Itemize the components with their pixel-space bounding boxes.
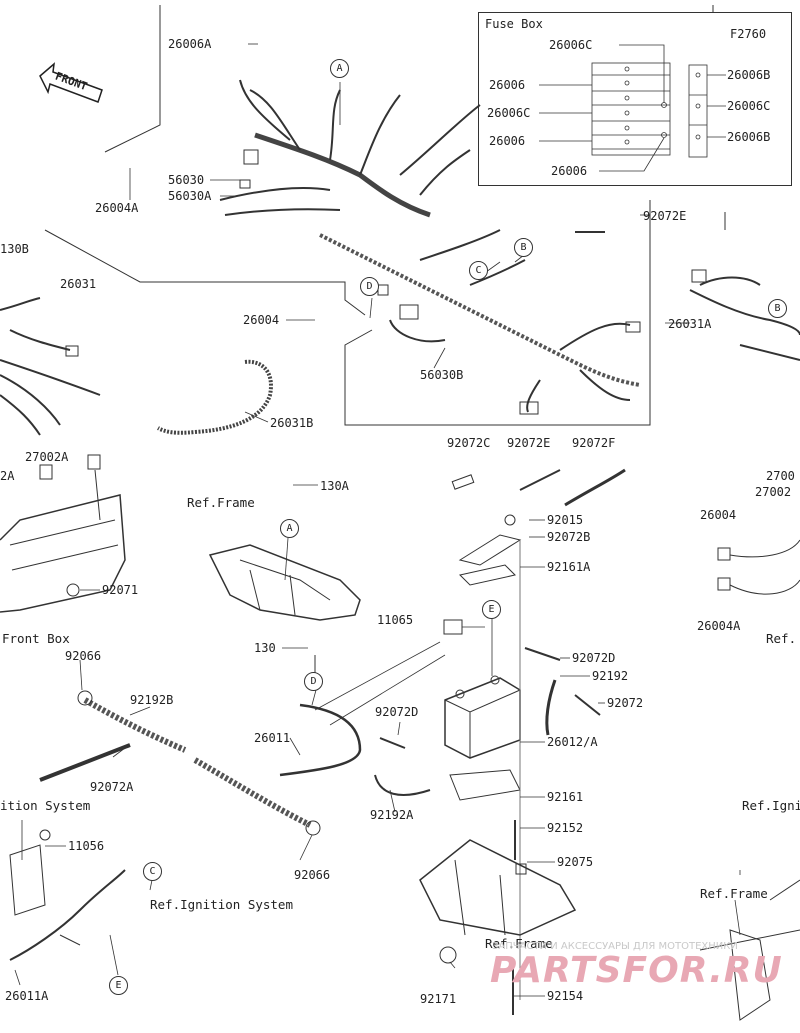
ref-label: Ref.Igni bbox=[742, 798, 800, 813]
part-label: 26004 bbox=[243, 313, 280, 327]
fuse-label-6: 26006B bbox=[727, 68, 771, 82]
part-label: 26031 bbox=[60, 277, 97, 291]
part-label: 92072F bbox=[572, 436, 616, 450]
callout-a: A bbox=[330, 59, 349, 78]
ref-label: Front Box bbox=[2, 631, 70, 646]
connector-a bbox=[519, 401, 539, 415]
part-label: 130A bbox=[320, 479, 349, 493]
part-label: 92154 bbox=[547, 989, 584, 1003]
watermark-brand-b: FOR.RU bbox=[622, 950, 783, 991]
fuse-box-inset: Fuse Box 26006C 26006 26006C 26006 26006… bbox=[478, 12, 792, 186]
part-label: 56030A bbox=[168, 189, 212, 203]
ref-label: Ref. bbox=[766, 631, 797, 646]
part-label: 92072E bbox=[643, 209, 687, 223]
front-arrow-icon: FRONT bbox=[39, 62, 103, 103]
part-label: 27002 bbox=[755, 485, 792, 499]
right-harness-26031a bbox=[689, 289, 800, 336]
main-harness bbox=[254, 132, 431, 218]
assembly-outline bbox=[104, 5, 161, 153]
part-label: 92075 bbox=[557, 855, 594, 869]
callout-c: C bbox=[469, 261, 488, 280]
callout-c: C bbox=[143, 862, 162, 881]
ref-label: Ref.Frame bbox=[485, 936, 553, 951]
part-label: 92072A bbox=[90, 780, 134, 794]
ref-label: Ref.Frame bbox=[700, 886, 768, 901]
part-label: 92161 bbox=[547, 790, 584, 804]
ref-label: Ref.Ignition System bbox=[150, 897, 293, 912]
part-label: 2A bbox=[0, 469, 15, 483]
watermark-logo: PARTSFOR.RU bbox=[490, 950, 783, 991]
part-label: 26031B bbox=[270, 416, 314, 430]
diagram-code: F2760 bbox=[730, 27, 767, 41]
part-label: 92152 bbox=[547, 821, 584, 835]
part-label: 26011A bbox=[5, 989, 49, 1003]
battery bbox=[444, 677, 521, 759]
left-harness-26031 bbox=[0, 359, 101, 396]
battery-tray bbox=[419, 839, 577, 936]
part-label: 11056 bbox=[68, 839, 105, 853]
fuse-label-3: 26006C bbox=[487, 106, 531, 120]
part-label: 92192B bbox=[130, 693, 174, 707]
part-label: 92072C bbox=[447, 436, 491, 450]
fuse-box-title: Fuse Box bbox=[485, 17, 543, 31]
part-label: 26004A bbox=[697, 619, 741, 633]
part-label: 26011 bbox=[254, 731, 291, 745]
part-label: 130 bbox=[254, 641, 276, 655]
callout-a: A bbox=[280, 519, 299, 538]
ref-label: Ref.Frame bbox=[187, 495, 255, 510]
callout-d: D bbox=[304, 672, 323, 691]
part-label: 92071 bbox=[102, 583, 139, 597]
watermark-brand-a: PARTS bbox=[490, 950, 623, 991]
part-label: 27002A bbox=[25, 450, 69, 464]
fuse-label-2: 26006 bbox=[489, 78, 526, 92]
fuse-label-1: 26006C bbox=[549, 38, 593, 52]
part-label: 26012/A bbox=[547, 735, 598, 749]
frame-bracket bbox=[208, 544, 361, 621]
part-label: 92072B bbox=[547, 530, 591, 544]
part-label: 92072 bbox=[607, 696, 644, 710]
part-label: 11065 bbox=[377, 613, 414, 627]
fuse-label-4: 26006 bbox=[489, 134, 526, 148]
part-label: 2700 bbox=[766, 469, 795, 483]
part-label: 56030B bbox=[420, 368, 464, 382]
front-box-frame bbox=[0, 494, 126, 613]
part-label: 92072D bbox=[572, 651, 616, 665]
part-label: 92066 bbox=[294, 868, 331, 882]
callout-d: D bbox=[360, 277, 379, 296]
part-label: 26031A bbox=[668, 317, 712, 331]
callout-b: B bbox=[768, 299, 787, 318]
part-label: 92161A bbox=[547, 560, 591, 574]
cable-26011 bbox=[279, 703, 362, 777]
part-label: 92072D bbox=[375, 705, 419, 719]
battery-bracket bbox=[458, 534, 522, 566]
callout-e: E bbox=[482, 600, 501, 619]
ref-label: ition System bbox=[0, 798, 91, 813]
part-label: 92066 bbox=[65, 649, 102, 663]
part-label: 26004A bbox=[95, 201, 139, 215]
part-label: 92072E bbox=[507, 436, 551, 450]
callout-e: E bbox=[109, 976, 128, 995]
part-label: 56030 bbox=[168, 173, 205, 187]
watermark-tagline: ЗАПЧАСТИ И АКСЕССУАРЫ ДЛЯ МОТОТЕХНИКИ bbox=[492, 941, 738, 952]
part-label: 92192A bbox=[370, 808, 414, 822]
fuse-label-8: 26006B bbox=[727, 130, 771, 144]
part-label: 26004 bbox=[700, 508, 737, 522]
part-label: 92015 bbox=[547, 513, 584, 527]
tube-92192b bbox=[83, 697, 187, 753]
part-label: 130B bbox=[0, 242, 29, 256]
fuse-label-7: 26006C bbox=[727, 99, 771, 113]
part-label: 92171 bbox=[420, 992, 457, 1006]
sub-harness-26031b bbox=[157, 359, 273, 435]
tie-band-92072c bbox=[451, 474, 475, 490]
part-label: 92192 bbox=[592, 669, 629, 683]
callout-b: B bbox=[514, 238, 533, 257]
fuse-label-5: 26006 bbox=[551, 164, 588, 178]
part-label: 26006A bbox=[168, 37, 212, 51]
